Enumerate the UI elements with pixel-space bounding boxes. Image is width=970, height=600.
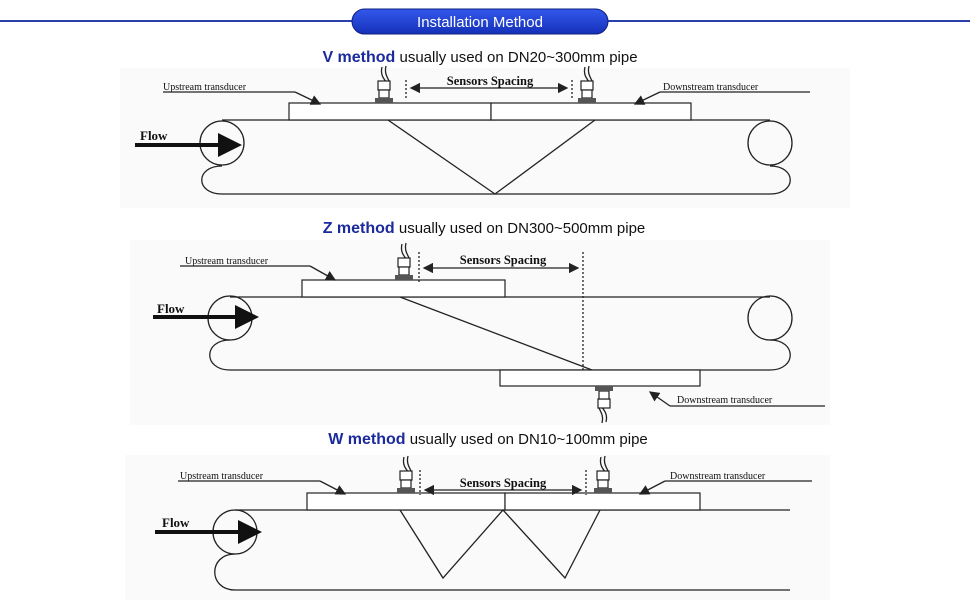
w-method-title: W method usually used on DN10~100mm pipe (328, 431, 648, 448)
v-method-section: V method usually used on DN20~300mm pipe… (120, 49, 850, 208)
w-method-section: W method usually used on DN10~100mm pipe… (125, 431, 830, 600)
w-signal-path (399, 509, 601, 580)
v-signal-path (387, 119, 596, 195)
upstream-transducer (288, 102, 492, 121)
z-signal-path (399, 296, 593, 371)
downstream-label: Downstream transducer (670, 471, 766, 482)
upstream-transducer (301, 279, 506, 298)
z-method-title: Z method usually used on DN300~500mm pip… (323, 220, 646, 237)
downstream-transducer (504, 492, 701, 511)
sensors-spacing-label: Sensors Spacing (460, 253, 547, 267)
upstream-label: Upstream transducer (180, 471, 264, 482)
header: Installation Method (0, 8, 970, 35)
flow-label: Flow (157, 301, 185, 316)
upstream-transducer (306, 492, 506, 511)
flow-label: Flow (162, 515, 190, 530)
downstream-label: Downstream transducer (677, 395, 773, 406)
flow-label: Flow (140, 128, 168, 143)
upstream-label: Upstream transducer (185, 256, 269, 267)
downstream-transducer (490, 102, 692, 121)
sensors-spacing-label: Sensors Spacing (460, 476, 547, 490)
header-pill (351, 8, 609, 35)
downstream-transducer (499, 369, 701, 387)
v-method-title: V method usually used on DN20~300mm pipe (322, 49, 637, 66)
z-method-section: Z method usually used on DN300~500mm pip… (130, 220, 830, 425)
downstream-label: Downstream transducer (663, 82, 759, 93)
sensors-spacing-label: Sensors Spacing (447, 74, 534, 88)
header-title: Installation Method (417, 14, 543, 31)
upstream-label: Upstream transducer (163, 82, 247, 93)
